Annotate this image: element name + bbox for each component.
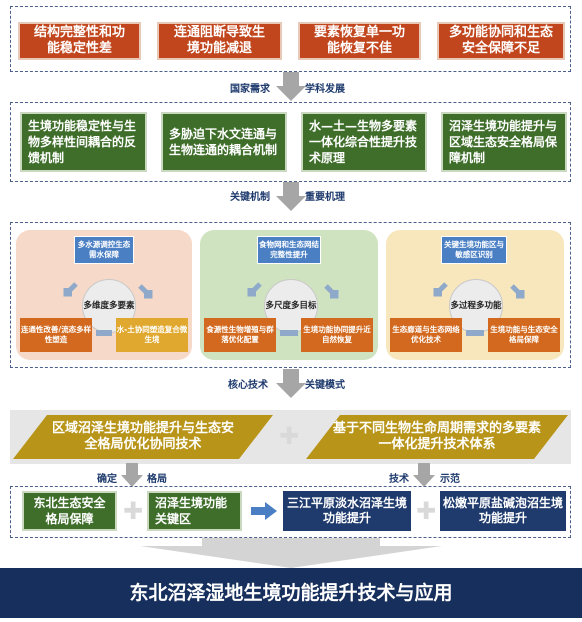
- integration-right-label: 基于不同生物生命周期需求的多要素一体化提升技术体系: [332, 421, 541, 452]
- plus-icon-3: ✚: [416, 497, 437, 525]
- mechanism-3-label: 水—土—生物多要素一体化综合性提升技术原理: [309, 119, 418, 165]
- panel-2-top: 食物网和生态网结完整性提升: [257, 236, 321, 264]
- panel-3-left: 生态廊道与生态网络优化技术: [390, 318, 462, 352]
- down-arrow-3: [276, 369, 306, 398]
- mechanism-4: 沼泽生境功能提升与区域生态安全格局保障机制: [441, 112, 567, 172]
- down-arrow-1: [276, 72, 306, 101]
- panel-2-left: 食源性生物增殖与群落优化配置: [204, 318, 276, 352]
- problems-box: [10, 6, 571, 72]
- connector-3-right: 关键模式: [305, 380, 345, 391]
- gold-shape-left: [13, 415, 273, 459]
- integration-left-label: 区域沼泽生境功能提升与生态安全格局优化协同技术: [51, 421, 234, 452]
- mechanism-1-label: 生境功能稳定性与生物多样性间耦合的反馈机制: [28, 119, 137, 165]
- arrow-label-c: 技术: [389, 474, 409, 485]
- applications-box: [10, 486, 571, 538]
- problem-2-label: 连通阻断导致生境功能减退: [173, 25, 265, 56]
- arrow-label-d: 示范: [440, 474, 460, 485]
- panel-1-right: 水-土协同塑造复合微生境: [116, 318, 188, 352]
- mechanism-1: 生境功能稳定性与生物多样性间耦合的反馈机制: [20, 112, 147, 172]
- application-2: 沼泽生境功能关键区: [147, 491, 242, 531]
- mechanism-2: 多胁迫下水文连通与生物连通的耦合机制: [161, 112, 287, 172]
- down-arrow-2: [276, 182, 306, 211]
- panel-3-arrows: [433, 282, 525, 336]
- connector-2-left: 关键机制: [230, 192, 270, 203]
- application-4: 松嫩平原盐碱泡沼生境功能提升: [440, 491, 566, 531]
- panel-2-right: 生境功能协同提升近自然恢复: [301, 318, 373, 352]
- right-arrow-icon: [251, 502, 277, 520]
- arrow-label-b: 格局: [147, 474, 167, 485]
- panel-3-top: 关键生境功能区与敏感区识别: [441, 236, 507, 264]
- problem-1-label: 结构完整性和功能稳定性差: [33, 25, 125, 56]
- application-4-label: 松嫩平原盐碱泡沼生境功能提升: [442, 496, 563, 525]
- application-1: 东北生态安全格局保障: [22, 491, 117, 531]
- plus-icon-2: ✚: [123, 497, 144, 525]
- application-2-label: 沼泽生境功能关键区: [155, 496, 228, 526]
- problem-1: 结构完整性和功能稳定性差: [18, 22, 141, 60]
- down-arrow-5: [413, 463, 435, 487]
- mechanism-4-label: 沼泽生境功能提升与区域生态安全格局保障机制: [449, 119, 558, 165]
- funnel-arrow: [140, 538, 442, 568]
- problem-3: 要素恢复单一功能恢复不佳: [298, 22, 421, 60]
- integration-right: 基于不同生物生命周期需求的多要素一体化提升技术体系: [330, 415, 544, 459]
- application-3: 三江平原淡水沼泽生境功能提升: [283, 491, 411, 531]
- footer-title-label: 东北沼泽湿地生境功能提升技术与应用: [129, 581, 453, 604]
- technologies-box: [10, 222, 571, 368]
- integration-left: 区域沼泽生境功能提升与生态安全格局优化协同技术: [48, 415, 238, 459]
- problem-3-label: 要素恢复单一功能恢复不佳: [313, 25, 405, 56]
- connector-1-right: 学科发展: [305, 84, 345, 95]
- mechanisms-box: [10, 102, 571, 182]
- panel-3-right: 生境功能与生态安全格局保障: [488, 318, 560, 352]
- arrow-label-a: 确定: [97, 474, 117, 485]
- panel-1-top: 多水源调控生态需水保障: [74, 236, 134, 264]
- problem-2: 连通阻断导致生境功能减退: [157, 22, 282, 60]
- application-1-label: 东北生态安全格局保障: [33, 496, 106, 526]
- mechanism-2-label: 多胁迫下水文连通与生物连通的耦合机制: [169, 127, 278, 157]
- down-arrow-4: [121, 463, 143, 487]
- problem-4: 多功能协同和生态安全保障不足: [437, 22, 565, 60]
- footer-title: 东北沼泽湿地生境功能提升技术与应用: [0, 568, 582, 618]
- plus-icon-1: ✚: [279, 422, 300, 450]
- panel-1-arrows: [63, 282, 153, 336]
- panel-2-arrows: [247, 282, 339, 336]
- problem-4-label: 多功能协同和生态安全保障不足: [448, 25, 553, 56]
- connector-1-left: 国家需求: [230, 84, 270, 95]
- panel-1-left: 连通性改善/流态多样性塑造: [20, 318, 92, 352]
- gold-shape-right: [306, 415, 568, 459]
- connector-3-left: 核心技术: [228, 380, 268, 391]
- mechanism-3: 水—土—生物多要素一体化综合性提升技术原理: [301, 112, 427, 172]
- connector-2-right: 重要机理: [305, 192, 345, 203]
- application-3-label: 三江平原淡水沼泽生境功能提升: [286, 496, 407, 525]
